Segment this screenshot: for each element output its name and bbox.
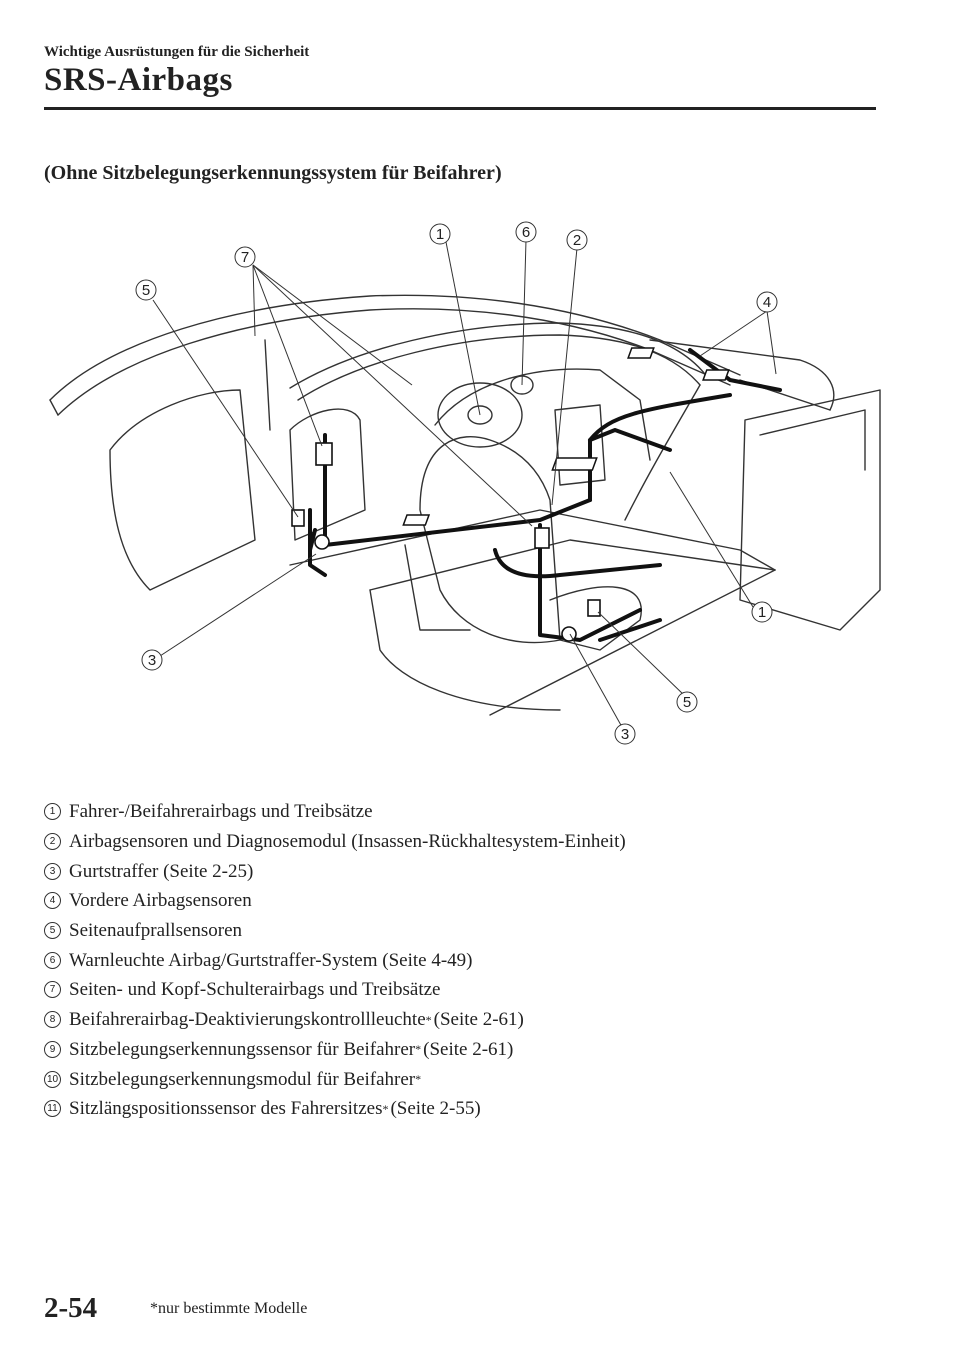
footnote-marker: * (382, 1101, 389, 1116)
srs-airbag-diagram: 1 6 2 7 5 4 1 3 5 3 (49, 221, 881, 745)
svg-text:1: 1 (758, 604, 766, 621)
callout-7: 7 (234, 246, 256, 268)
page-reference: (Seite 2-55) (390, 1098, 481, 1120)
legend-text: Sitzbelegungserkennungssensor für Beifah… (69, 1038, 416, 1060)
legend-text: Seiten- und Kopf-Schulterairbags und Tre… (69, 979, 441, 1001)
svg-text:3: 3 (621, 726, 629, 743)
legend-item: 3 Gurtstraffer (Seite 2-25) (44, 856, 904, 886)
svg-text:5: 5 (683, 694, 691, 711)
legend-item: 11 Sitzlängspositionssensor des Fahrersit… (44, 1094, 904, 1124)
component-legend: 1 Fahrer-/Beifahrerairbags und Treibsätze… (44, 797, 904, 1124)
legend-item: 9 Sitzbelegungserkennungssensor für Beifa… (44, 1035, 904, 1065)
page-number: 2-54 (44, 1292, 98, 1324)
legend-text: Beifahrerairbag-Deaktivierungskontrollle… (69, 1009, 426, 1031)
page-title: SRS-Airbags (44, 62, 233, 98)
legend-number: 8 (44, 1011, 61, 1029)
page-reference: (Seite 2-61) (423, 1038, 514, 1060)
callout-3-left: 3 (141, 649, 163, 671)
legend-number: 2 (44, 833, 61, 851)
legend-item: 8 Beifahrerairbag-Deaktivierungskontrolll… (44, 1005, 904, 1035)
svg-text:3: 3 (148, 652, 156, 669)
legend-number: 5 (44, 922, 61, 940)
legend-item: 1 Fahrer-/Beifahrerairbags und Treibsätze (44, 797, 904, 827)
legend-number: 9 (44, 1040, 61, 1058)
callout-3-bottom: 3 (614, 723, 636, 745)
legend-item: 10 Sitzbelegungserkennungsmodul für Beifa… (44, 1064, 904, 1094)
svg-text:6: 6 (522, 224, 530, 241)
svg-text:5: 5 (142, 282, 150, 299)
car-body-outline (49, 294, 881, 716)
footnote-marker: * (415, 1042, 422, 1057)
legend-text: Airbagsensoren und Diagnosemodul (Insass… (69, 831, 626, 853)
legend-text: Warnleuchte Airbag/Gurtstraffer-System (… (69, 949, 473, 971)
svg-text:7: 7 (241, 249, 249, 266)
legend-text: Fahrer-/Beifahrerairbags und Treibsätze (69, 801, 373, 823)
callout-5-bottom: 5 (676, 691, 698, 713)
legend-item: 6 Warnleuchte Airbag/Gurtstraffer-System … (44, 945, 904, 975)
page-reference: (Seite 2-61) (433, 1009, 524, 1031)
svg-text:1: 1 (436, 226, 444, 243)
wiring-harness (308, 348, 782, 642)
legend-item: 5 Seitenaufprallsensoren (44, 916, 904, 946)
airbag-components (291, 347, 730, 642)
svg-text:2: 2 (573, 232, 581, 249)
subheading: (Ohne Sitzbelegungserkennungssystem für … (44, 162, 502, 184)
legend-text: Seitenaufprallsensoren (69, 920, 243, 942)
legend-number: 1 (44, 803, 61, 821)
legend-number: 7 (44, 981, 61, 999)
callout-leaders (152, 239, 777, 728)
callout-1-top: 1 (429, 223, 451, 245)
callout-1-right: 1 (751, 601, 773, 623)
legend-number: 10 (44, 1070, 61, 1088)
callout-4: 4 (756, 291, 778, 313)
callout-6: 6 (515, 221, 537, 243)
legend-number: 6 (44, 951, 61, 969)
legend-text: Sitzbelegungserkennungsmodul für Beifahr… (69, 1068, 416, 1090)
legend-text: Gurtstraffer (Seite 2-25) (69, 860, 254, 882)
svg-text:4: 4 (763, 294, 771, 311)
callout-labels: 1 6 2 7 5 4 1 3 5 3 (135, 221, 778, 745)
legend-number: 4 (44, 892, 61, 910)
legend-text: Vordere Airbagsensoren (69, 890, 252, 912)
legend-text: Sitzlängspositionssensor des Fahrersitze… (69, 1098, 383, 1120)
legend-item: 7 Seiten- und Kopf-Schulterairbags und Tr… (44, 975, 904, 1005)
footnote-marker: * (425, 1012, 432, 1027)
callout-5-top: 5 (135, 279, 157, 301)
breadcrumb: Wichtige Ausrüstungen für die Sicherheit (44, 44, 310, 60)
legend-number: 3 (44, 862, 61, 880)
title-divider (44, 107, 876, 110)
footnote-marker: * (415, 1072, 422, 1087)
callout-2: 2 (566, 229, 588, 251)
legend-item: 2 Airbagsensoren und Diagnosemodul (Insas… (44, 827, 904, 857)
footnote: *nur bestimmte Modelle (150, 1300, 308, 1317)
legend-number: 11 (44, 1100, 61, 1118)
legend-item: 4 Vordere Airbagsensoren (44, 886, 904, 916)
